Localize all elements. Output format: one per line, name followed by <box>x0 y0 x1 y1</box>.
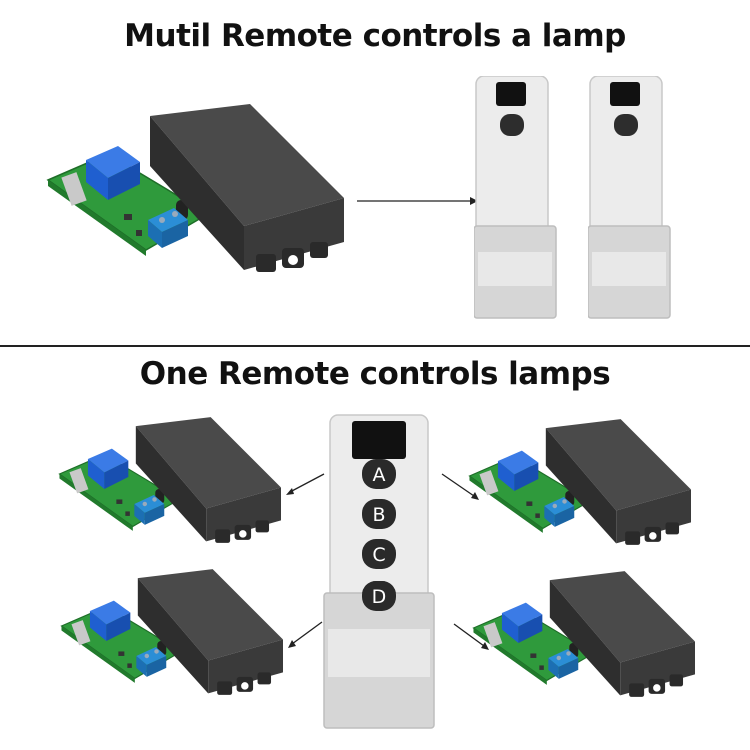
receiver-module-4 <box>472 570 696 698</box>
remote-button-d-label-top: D <box>372 586 387 608</box>
remote-led-window <box>352 421 406 459</box>
arrow-top <box>357 197 478 205</box>
arrow-to-module-4 <box>453 623 489 650</box>
title-bottom: One Remote controls lamps <box>139 356 611 392</box>
receiver-module-1 <box>58 416 282 544</box>
remote-button-c-label: C <box>372 544 385 566</box>
arrow-to-module-1 <box>286 473 325 495</box>
section-divider <box>0 345 750 347</box>
remote-button-a <box>362 459 396 489</box>
remote-button-c <box>362 539 396 569</box>
remote-button-b <box>362 499 396 529</box>
arrow-to-module-2 <box>441 473 479 500</box>
receiver-module-top <box>47 103 345 273</box>
receiver-module-2 <box>468 418 692 546</box>
remote-button-b-label: B <box>372 504 385 526</box>
receiver-module-3 <box>60 568 284 696</box>
arrow-to-module-3 <box>288 621 323 648</box>
remote-four-button: A B C D D <box>323 414 435 729</box>
remote-single-button-2 <box>588 76 671 319</box>
remote-single-button-1 <box>474 76 557 319</box>
title-top: Mutil Remote controls a lamp <box>124 18 626 54</box>
remote-button-a-label: A <box>373 464 386 486</box>
